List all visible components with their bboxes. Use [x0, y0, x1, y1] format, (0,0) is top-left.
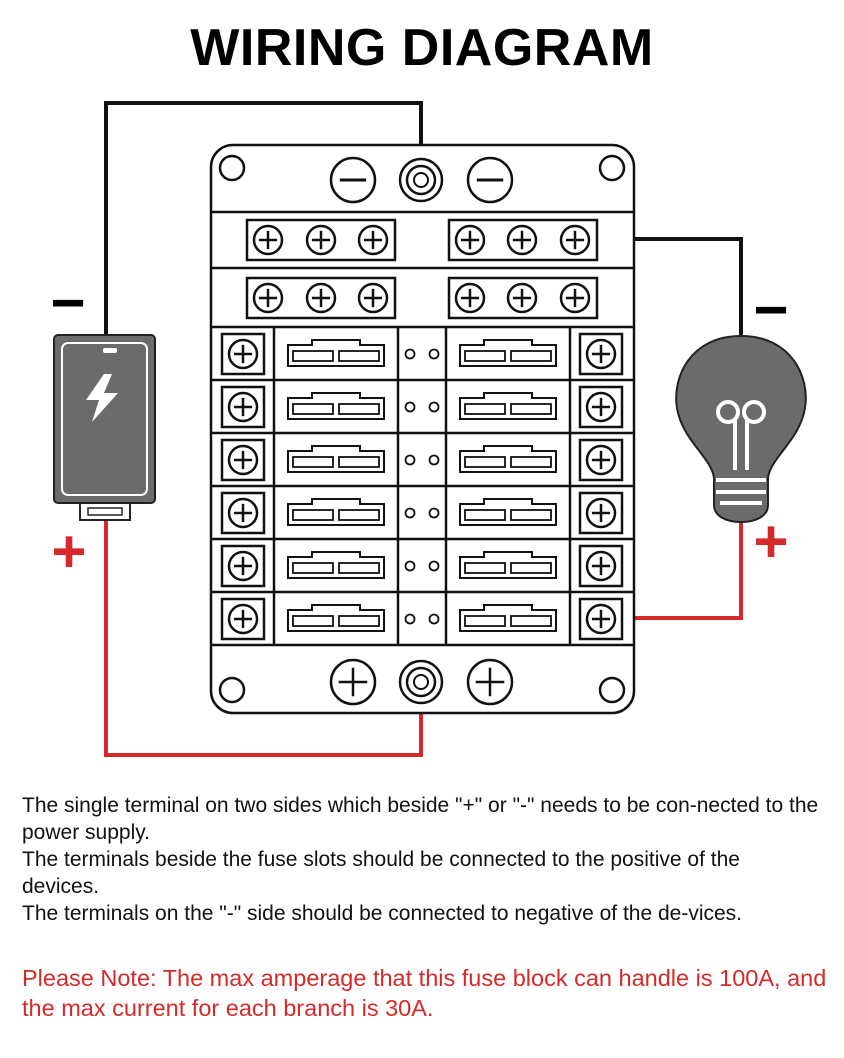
- mounting-hole-icon: [598, 154, 626, 182]
- amperage-note: Please Note: The max amperage that this …: [22, 965, 827, 1021]
- led-indicator-icon: [404, 454, 416, 466]
- wiring-diagram: − + − +: [50, 101, 807, 757]
- battery-negative-label: −: [50, 269, 85, 336]
- description-line-2: The terminals beside the fuse slots shou…: [22, 848, 740, 898]
- lightning-icon: [86, 374, 118, 422]
- led-indicator-icon: [404, 560, 416, 572]
- battery-icon: [53, 334, 156, 521]
- led-indicator-icon: [428, 454, 440, 466]
- led-indicator-icon: [428, 348, 440, 360]
- led-indicator-icon: [428, 613, 440, 625]
- mounting-hole-icon: [598, 676, 626, 704]
- diagram-title: WIRING DIAGRAM: [190, 19, 654, 77]
- fuse-block-details: [211, 156, 634, 706]
- led-indicator-icon: [404, 613, 416, 625]
- led-indicator-icon: [428, 507, 440, 519]
- description: The single terminal on two sides which b…: [22, 792, 822, 927]
- led-indicator-icon: [404, 507, 416, 519]
- mounting-hole-icon: [218, 676, 246, 704]
- positive-wire-battery: [104, 520, 423, 757]
- bulb-positive-label: +: [753, 508, 788, 575]
- description-line-1: The single terminal on two sides which b…: [22, 794, 819, 844]
- led-indicator-icon: [404, 401, 416, 413]
- positive-wire-bulb: [608, 522, 743, 620]
- led-indicator-icon: [404, 348, 416, 360]
- bulb-negative-label: −: [753, 276, 788, 343]
- mounting-hole-icon: [218, 154, 246, 182]
- description-line-3: The terminals on the "-" side should be …: [22, 902, 742, 925]
- led-indicator-icon: [428, 560, 440, 572]
- negative-wire-bulb: [590, 237, 743, 335]
- led-indicator-icon: [428, 401, 440, 413]
- negative-wire-battery: [104, 101, 423, 335]
- battery-positive-label: +: [51, 518, 86, 585]
- light-bulb-icon: [675, 334, 807, 524]
